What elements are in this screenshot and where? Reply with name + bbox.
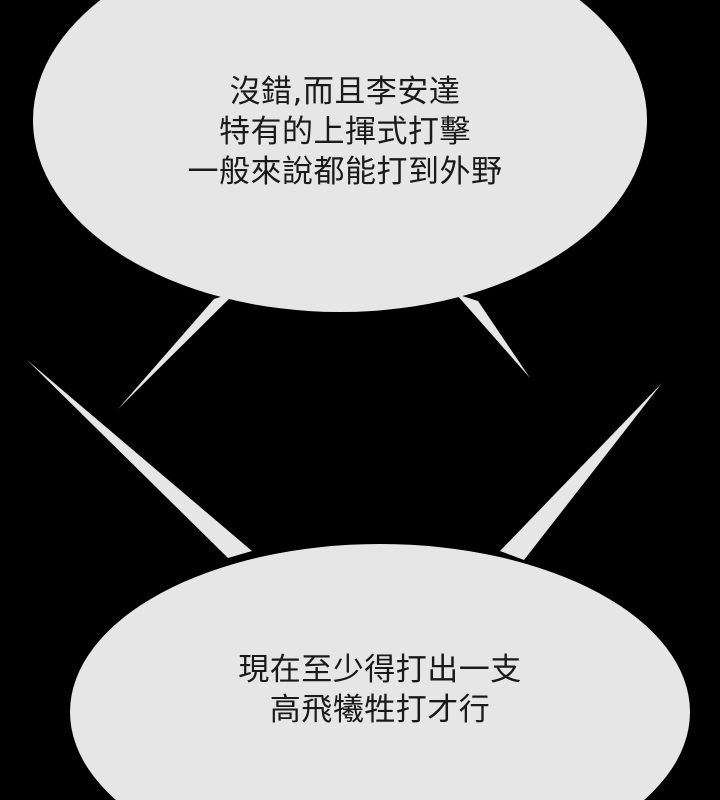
speech-bubble-top-text: 沒錯,而且李安達 特有的上揮式打擊 一般來說都能打到外野 [187,74,503,190]
bubble-bottom-tail-down [540,782,612,800]
bubble-bottom-ellipse [70,544,690,800]
bubble-top-ellipse [33,0,647,312]
speech-bubble-bottom-text: 現在至少得打出一支 高飛犧牲打才行 [238,652,522,728]
speech-bubble-top-shape [33,0,647,409]
bubble-top-tail-left [118,292,236,409]
bubble-bottom-tail-left [27,360,252,558]
speech-bubble-bottom-shape [27,360,690,800]
bubble-top-tail-right [456,294,530,378]
bubble-bottom-tail-right [500,383,662,560]
